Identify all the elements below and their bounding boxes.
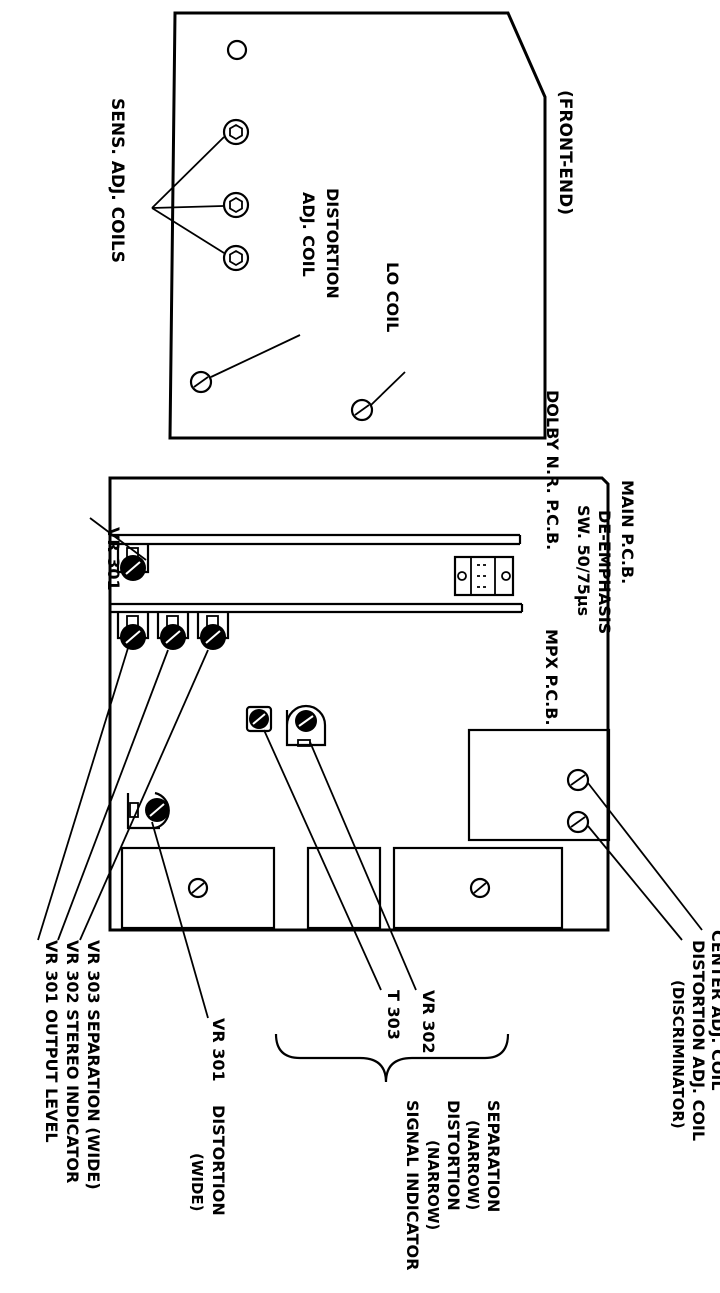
distortion-adj-coil-label-2: ADJ. COIL	[299, 192, 318, 277]
vr302-label: VR 302	[419, 990, 438, 1054]
sens-adj-coils-label: SENS. ADJ. COILS	[107, 98, 127, 263]
separation-label: SEPARATION	[484, 1100, 503, 1212]
vr301-label: VR 301	[209, 1018, 228, 1082]
sens-adj-coil-1	[222, 118, 250, 146]
vr301-distortion-trimmer	[126, 791, 170, 830]
vr301-distortion-label: DISTORTION	[209, 1105, 228, 1216]
front-end-title: (FRONT-END)	[555, 90, 575, 215]
center-adj-coil-label: CENTER ADJ. COIL	[708, 930, 720, 1091]
callout-labels: CENTER ADJ. COIL DISTORTION ADJ. COIL (D…	[42, 930, 720, 1270]
mounting-hole	[226, 39, 248, 61]
distortion-adj-coil-label: DISTORTION ADJ. COIL	[689, 940, 708, 1141]
de-emphasis-label: DE-EMPHASIS	[595, 510, 614, 634]
main-pcb: MAIN P.C.B. DE-EMPHASIS SW. 50/75μs DOLB…	[37, 390, 703, 1083]
bottom-block-middle	[306, 846, 382, 930]
lo-coil-label: LO COIL	[383, 262, 402, 332]
narrow-label-1: (NARROW)	[464, 1120, 482, 1210]
mpx-pcb-label: MPX P.C.B.	[542, 629, 561, 726]
mpx-pcb-strip	[110, 602, 524, 614]
de-emphasis-sw-label: SW. 50/75μs	[574, 505, 593, 616]
vr301-output-level-label: VR 301 OUTPUT LEVEL	[42, 940, 61, 1143]
vr302-stereo-indicator-label: VR 302 STEREO INDICATOR	[63, 940, 82, 1183]
distortion-label: DISTORTION	[444, 1100, 463, 1211]
sens-adj-coil-3	[222, 244, 250, 272]
t303-label: T 303	[384, 990, 403, 1040]
vr301-mpx-trimmer	[116, 612, 150, 650]
vr302-mpx-trimmer	[156, 612, 190, 650]
dolby-pcb-strip	[110, 533, 522, 546]
vr303-mpx-trimmer	[196, 612, 230, 650]
lo-coil	[350, 398, 374, 422]
discriminator-box	[467, 728, 611, 842]
sens-adj-coil-2	[222, 191, 250, 219]
distortion-adj-coil-label-1: DISTORTION	[323, 188, 342, 299]
vr301-wide-label: (WIDE)	[188, 1153, 206, 1212]
vr302-trimmer	[285, 704, 327, 747]
main-pcb-title: MAIN P.C.B.	[618, 480, 637, 584]
discriminator-label: (DISCRIMINATOR)	[669, 980, 687, 1129]
de-emphasis-switch	[453, 555, 515, 597]
brace	[274, 1033, 510, 1083]
vr303-separation-label: VR 303 SEPARATION (WIDE)	[84, 940, 103, 1190]
bottom-block-right	[392, 846, 564, 930]
vr301-top-label: VR 301	[104, 527, 123, 591]
signal-indicator-label: SIGNAL INDICATOR	[403, 1100, 422, 1270]
narrow-label-2: (NARROW)	[424, 1140, 442, 1230]
front-end-board: (FRONT-END) LO COIL DISTORTION ADJ. COIL…	[107, 11, 575, 440]
bottom-block-left	[120, 846, 276, 930]
dolby-pcb-label: DOLBY N.R. P.C.B.	[543, 390, 562, 550]
t303-coil	[245, 705, 273, 733]
distortion-adj-coil	[189, 370, 213, 394]
